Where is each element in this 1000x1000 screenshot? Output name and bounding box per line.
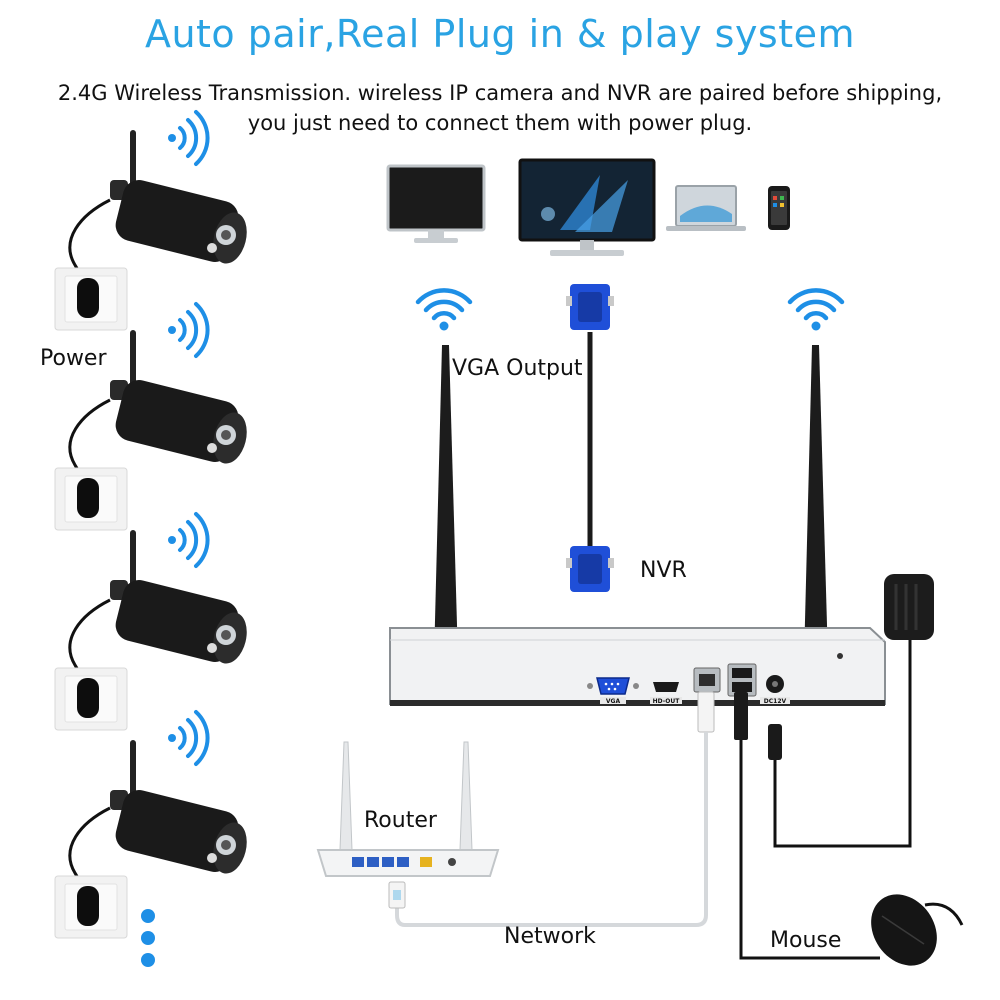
camera-icon <box>110 330 252 468</box>
power-outlet-icon <box>54 267 128 331</box>
usb-ports-icon <box>727 663 757 697</box>
nvr-antenna-left <box>432 345 460 666</box>
camera-unit-4 <box>54 710 252 939</box>
camera-unit-2 <box>54 302 252 531</box>
wifi-icon <box>790 290 842 330</box>
camera-icon <box>110 130 252 268</box>
mouse-label: Mouse <box>770 928 842 953</box>
power-outlet-icon <box>54 875 128 939</box>
subtitle-line-2: you just need to connect them with power… <box>247 111 753 135</box>
subtitle-line-1: 2.4G Wireless Transmission. wireless IP … <box>57 81 943 105</box>
dc-port-label: DC12V <box>764 698 787 705</box>
vga-plug-top-icon <box>566 284 614 330</box>
wifi-icon <box>418 290 470 330</box>
router-icon <box>316 741 500 877</box>
vga-port-label: VGA <box>606 698 621 705</box>
page-title: Auto pair,Real Plug in & play system <box>144 12 856 56</box>
laptop-icon <box>666 185 746 231</box>
dc-power-port-icon: DC12V <box>760 675 790 705</box>
router-label: Router <box>364 808 437 833</box>
power-adapter-icon <box>884 574 934 640</box>
wifi-icon <box>166 302 210 358</box>
mouse-icon <box>871 894 964 966</box>
nvr-device: VGA HD-OUT DC12V <box>389 627 886 706</box>
vga-plug-bottom-icon <box>566 546 614 592</box>
network-cable <box>388 691 715 927</box>
nvr-label: NVR <box>640 558 687 583</box>
monitor-icon <box>518 158 656 256</box>
vga-cable <box>566 284 614 592</box>
power-adapter-cable <box>768 640 912 848</box>
camera-unit-1 <box>54 110 252 331</box>
power-outlet-icon <box>54 467 128 531</box>
camera-icon <box>110 740 252 878</box>
monitor-icon <box>386 164 486 243</box>
ethernet-port-icon <box>693 667 721 693</box>
more-cameras-dots <box>141 909 155 967</box>
mouse-cable <box>734 692 880 960</box>
hdmi-port-icon: HD-OUT <box>650 682 682 705</box>
phone-icon <box>768 186 790 230</box>
power-label: Power <box>40 346 107 371</box>
power-outlet-icon <box>54 667 128 731</box>
vga-port-icon: VGA <box>587 677 639 705</box>
camera-unit-3 <box>54 512 252 731</box>
network-label: Network <box>504 924 596 949</box>
page-subtitle: 2.4G Wireless Transmission. wireless IP … <box>40 78 960 138</box>
hdmi-port-label: HD-OUT <box>653 698 681 705</box>
wifi-icon <box>166 710 210 766</box>
vga-output-label: VGA Output <box>452 356 583 381</box>
wifi-icon <box>166 512 210 568</box>
nvr-antenna-right <box>802 345 830 666</box>
wifi-icon <box>166 110 210 166</box>
